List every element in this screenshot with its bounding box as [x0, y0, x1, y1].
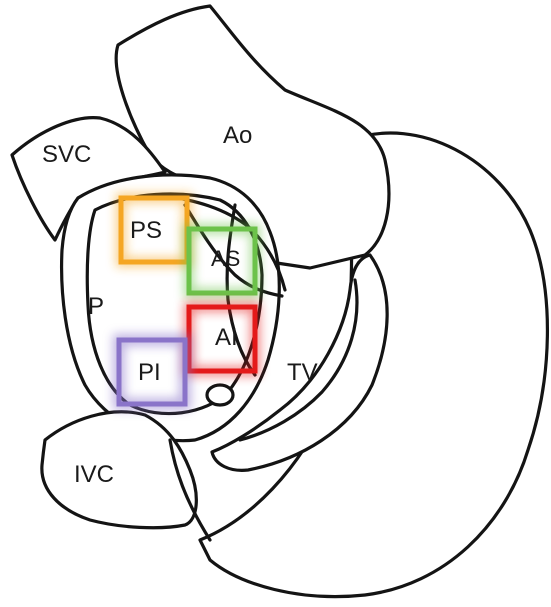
label-tv: TV	[287, 359, 318, 386]
label-svc: SVC	[42, 141, 91, 168]
label-ao: Ao	[223, 122, 252, 149]
label-pi: PI	[138, 359, 161, 386]
coronary-sinus-ostium	[207, 385, 233, 405]
label-ivc: IVC	[74, 461, 114, 488]
label-p: P	[88, 293, 104, 320]
label-ps: PS	[130, 217, 162, 244]
label-as: AS	[211, 246, 240, 271]
label-ai: AI	[215, 324, 238, 351]
